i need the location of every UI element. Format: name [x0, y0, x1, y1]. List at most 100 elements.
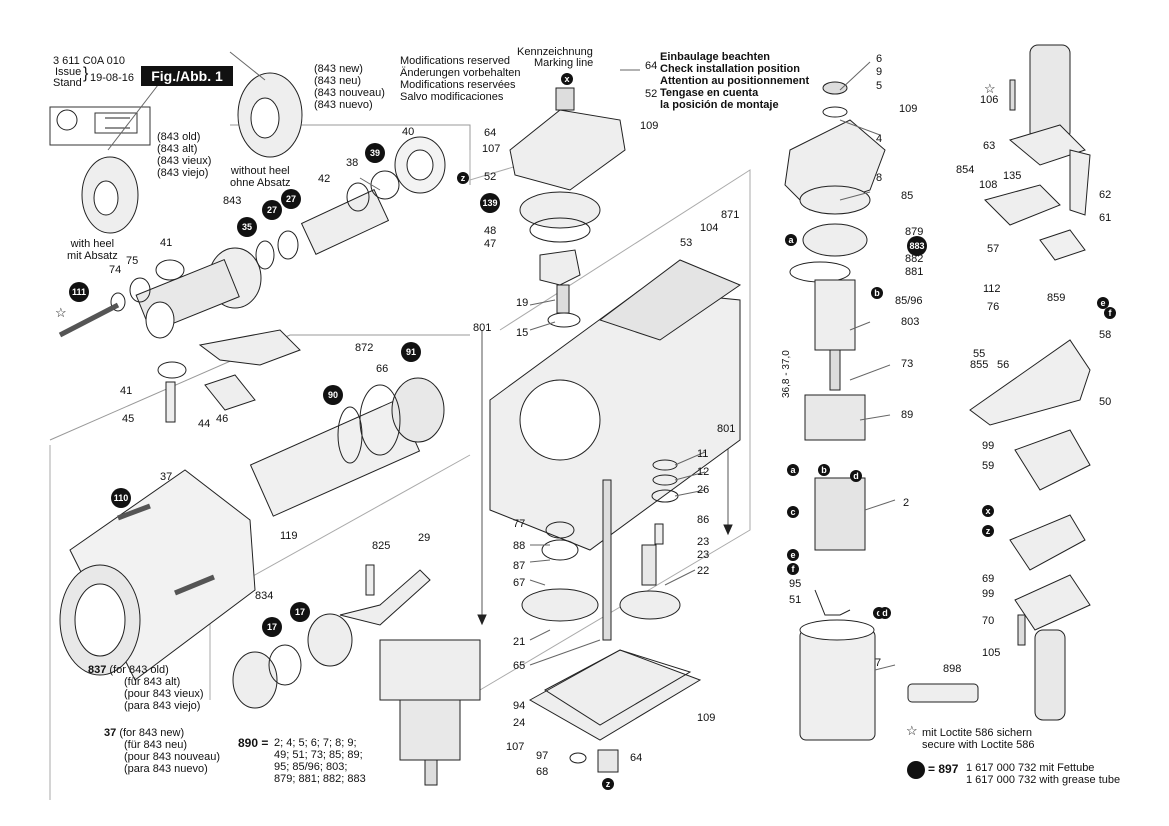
connection-letter-lb1: b — [871, 287, 883, 299]
part-label-p879: 879 — [905, 226, 924, 238]
part-label-p26: 26 — [697, 484, 710, 496]
stand-label: Stand — [53, 77, 82, 89]
part-label-p45: 45 — [122, 413, 135, 425]
part-label-p854: 854 — [956, 164, 975, 176]
part-label-p69: 69 — [982, 573, 995, 585]
document-number: 3 611 C0A 010 — [53, 55, 125, 67]
part-badge-b17b: 17 — [262, 617, 282, 637]
note-843-old: (843 old)(843 alt) (843 vieux)(843 viejo… — [157, 131, 212, 179]
part-label-p803: 803 — [901, 316, 920, 328]
connection-letter-lz1: z — [457, 172, 469, 184]
part-label-p75: 75 — [126, 255, 139, 267]
set-890-list: 2; 4; 5; 6; 7; 8; 9;49; 51; 73; 85; 89; … — [274, 737, 366, 785]
part-label-p99b: 99 — [982, 588, 995, 600]
part-label-p23b: 23 — [697, 549, 710, 561]
part-label-p58: 58 — [1099, 329, 1112, 341]
part-label-p4: 4 — [876, 133, 883, 145]
part-label-p47: 47 — [484, 238, 497, 250]
armature-dimension: 36,8 - 37,0 — [781, 350, 792, 398]
part-label-p52a: 52 — [645, 88, 658, 100]
grease-label: = 897 — [928, 762, 959, 776]
part-label-p65: 65 — [513, 660, 526, 672]
part-label-p881: 881 — [905, 266, 924, 278]
part-label-p801b: 801 — [717, 423, 736, 435]
part-label-p107b: 107 — [506, 741, 525, 753]
part-label-p21: 21 — [513, 636, 526, 648]
part-label-p67: 67 — [513, 577, 526, 589]
part-label-p68: 68 — [536, 766, 549, 778]
part-label-p107a: 107 — [482, 143, 501, 155]
part-label-p7: 7 — [875, 657, 882, 669]
connection-letter-lx1: x — [561, 73, 573, 85]
part-label-p29: 29 — [418, 532, 431, 544]
connection-letter-le2: e — [1097, 297, 1109, 309]
grease-dot-icon — [907, 761, 925, 779]
part-label-p834: 834 — [255, 590, 274, 602]
part-label-p109c: 109 — [697, 712, 716, 724]
part-label-p38: 38 — [346, 157, 359, 169]
part-label-p99a: 99 — [982, 440, 995, 452]
part-label-p104: 104 — [700, 222, 719, 234]
issue-date: 19-08-16 — [90, 72, 135, 84]
connection-letter-lf1: f — [787, 563, 799, 575]
part-label-p871: 871 — [721, 209, 740, 221]
part-label-p24: 24 — [513, 717, 526, 729]
part-label-p74: 74 — [109, 264, 122, 276]
part-label-p825: 825 — [372, 540, 391, 552]
connection-letter-ld1: d — [850, 470, 862, 482]
connection-letter-lc1: c — [787, 506, 799, 518]
part-label-p52b: 52 — [484, 171, 497, 183]
part-label-p89: 89 — [901, 409, 914, 421]
part-label-p882: 882 — [905, 253, 924, 265]
note-37: 37 (for 843 new) (für 843 neu) (pour 843… — [104, 727, 221, 775]
set-890-label: 890 = — [238, 736, 269, 750]
part-label-p57: 57 — [987, 243, 1000, 255]
part-badge-b883: 883 — [907, 236, 927, 256]
part-label-p9: 9 — [876, 66, 883, 78]
part-label-p859: 859 — [1047, 292, 1066, 304]
part-label-p40: 40 — [402, 126, 415, 138]
issue-label: Issue — [55, 66, 82, 78]
loctite-star-icon-2: ☆ — [55, 305, 67, 320]
part-badge-b111: 111 — [69, 282, 89, 302]
part-label-p119: 119 — [280, 530, 298, 542]
part-label-p106: 106 — [980, 94, 999, 106]
part-label-p19: 19 — [516, 297, 529, 309]
part-label-p48: 48 — [484, 225, 497, 237]
part-label-p53: 53 — [680, 237, 693, 249]
part-label-p85: 85 — [901, 190, 914, 202]
part-label-p22: 22 — [697, 565, 710, 577]
connection-letter-la2: a — [787, 464, 799, 476]
part-label-p112: 112 — [983, 283, 1001, 295]
part-label-p55: 55 — [973, 348, 986, 360]
part-label-p23a: 23 — [697, 536, 710, 548]
part-label-p872: 872 — [355, 342, 374, 354]
part-label-p62: 62 — [1099, 189, 1112, 201]
part-label-p11: 11 — [697, 448, 709, 460]
marking-label-en: Marking line — [534, 57, 594, 69]
part-label-p109b: 109 — [899, 103, 918, 115]
part-badge-b139: 139 — [480, 193, 500, 213]
loctite-star-icon-3: ☆ — [984, 81, 996, 96]
part-label-p8596a: 85/96 — [895, 295, 923, 307]
connection-letter-le1: e — [787, 549, 799, 561]
part-badge-b27a: 27 — [262, 200, 282, 220]
figure-label: Fig./Abb. 1 — [141, 66, 233, 86]
part-label-p41a: 41 — [160, 237, 173, 249]
part-label-p8: 8 — [876, 172, 883, 184]
part-label-p801a: 801 — [473, 322, 492, 334]
part-label-p88: 88 — [513, 540, 526, 552]
part-label-p6: 6 — [876, 53, 883, 65]
part-label-p64c: 64 — [630, 752, 643, 764]
part-badge-b110: 110 — [111, 488, 131, 508]
part-label-p87: 87 — [513, 560, 526, 572]
part-badge-b90: 90 — [323, 385, 343, 405]
part-badge-b17a: 17 — [290, 602, 310, 622]
